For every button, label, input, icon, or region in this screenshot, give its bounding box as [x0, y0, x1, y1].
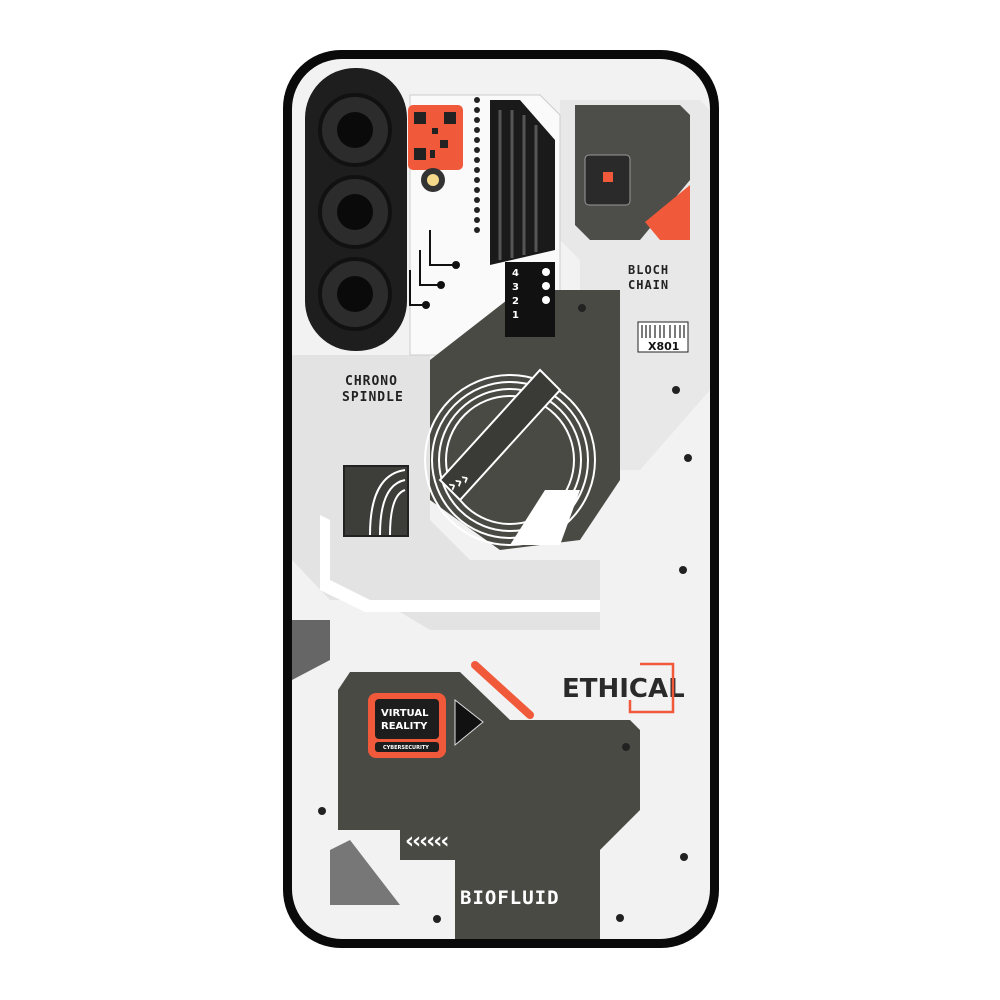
vr-sub-label: CYBERSECURITY — [383, 745, 429, 751]
chrono-window — [343, 465, 409, 537]
biofluid-label: BIOFLUID — [460, 887, 560, 909]
spindle-window — [510, 490, 580, 545]
vr-label-2: REALITY — [381, 721, 428, 732]
screws — [318, 304, 692, 923]
scale-label: 1 — [512, 310, 519, 321]
mesh-left — [292, 620, 330, 680]
bloch-label-1: BLOCH — [628, 263, 669, 277]
bloch-label-2: CHAIN — [628, 278, 669, 292]
bloch-module — [575, 105, 690, 240]
scale-label: 2 — [512, 296, 519, 307]
chevrons-left-icon: ‹‹‹‹‹‹ — [405, 829, 447, 854]
accent-slash — [471, 661, 534, 719]
spindle-arrow — [438, 368, 562, 502]
ethical-frame — [628, 662, 675, 714]
vr-label-1: VIRTUAL — [381, 708, 429, 719]
chrono-panel — [292, 355, 600, 630]
bloch-accent — [645, 185, 690, 240]
camera-lens-icon — [318, 93, 392, 331]
chrono-label-2: SPINDLE — [342, 390, 404, 405]
scale-label: 3 — [512, 282, 519, 293]
speaker-mesh — [330, 840, 400, 905]
barcode-code: X801 — [648, 340, 679, 353]
chrono-label-1: CHRONO — [345, 374, 398, 389]
panel-highlight — [320, 515, 600, 612]
ethical-label: ETHICAL — [562, 674, 685, 704]
dot-column — [474, 97, 480, 233]
play-triangle-icon — [454, 698, 484, 747]
scale-label: 4 — [512, 268, 519, 279]
